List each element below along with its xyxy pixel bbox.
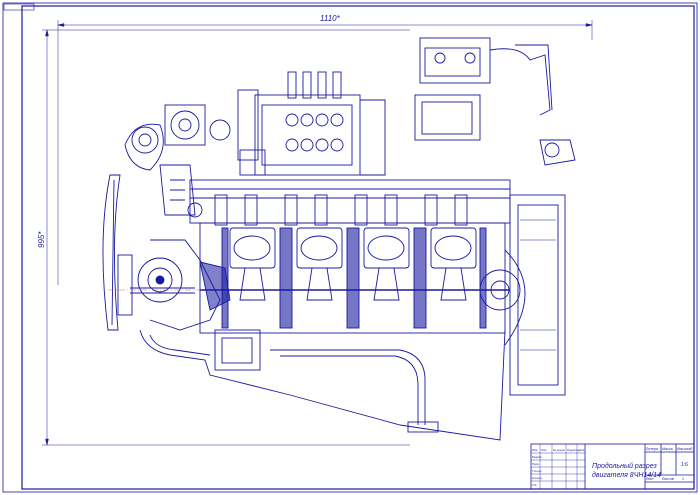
connecting-rods (239, 267, 467, 301)
title-block (530, 443, 695, 490)
row-label-2: № докум. (553, 448, 566, 452)
role-label-4: Утв. (532, 483, 538, 487)
oil-sump (139, 329, 506, 441)
dimension-height-label: 995* (37, 231, 46, 248)
scale-value: 1:6 (681, 462, 688, 468)
dimension-width-label: 1110* (320, 14, 341, 23)
cylinder-block (199, 222, 510, 334)
row-label-3: Подпись (567, 448, 579, 452)
pistons (229, 227, 477, 269)
flywheel-housing (479, 194, 566, 396)
row-label-4: Дата (578, 448, 585, 452)
corner-stamp (3, 3, 35, 11)
water-pump (130, 239, 231, 331)
injection-pump (237, 71, 386, 176)
inner-frame (21, 5, 695, 490)
cylinder-head (187, 179, 511, 226)
drawing-title-line2: двигателя 8ЧН14/14 (592, 471, 661, 479)
dimension-lines (42, 20, 593, 446)
role-label-0: Разраб. (532, 455, 542, 459)
header-mass: Масса (662, 447, 673, 451)
role-label-3: Н.контр. (532, 476, 543, 480)
accessory-drive (159, 104, 231, 216)
engine-body (102, 37, 576, 441)
turbocharger (414, 37, 576, 166)
row-label-1: Лист (541, 448, 548, 452)
header-lit: Литера (646, 447, 658, 451)
role-label-1: Пров. (532, 462, 540, 466)
title-block-text: Продольный разрез двигателя 8ЧН14/14 Лит… (532, 447, 692, 487)
sheets-label: Листов (662, 477, 674, 481)
role-label-2: Т.контр. (532, 469, 542, 473)
row-label-0: Изм (532, 448, 537, 452)
header-scale: Масштаб (677, 447, 692, 451)
drawing-title-line1: Продольный разрез (592, 462, 658, 470)
sheets-value: 1 (682, 477, 684, 481)
sheet-label: Лист (646, 477, 654, 481)
